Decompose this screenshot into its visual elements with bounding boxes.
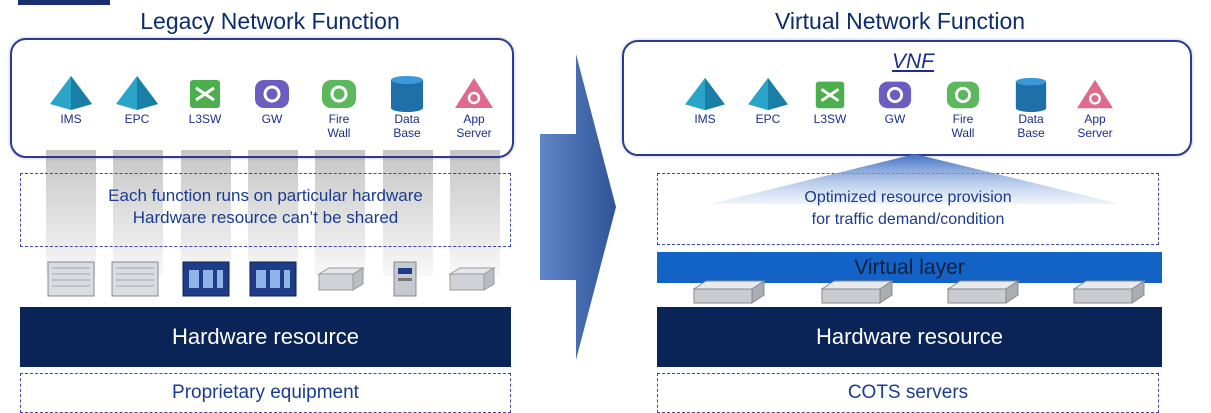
pyramid-icon — [50, 76, 92, 110]
legacy-functions-panel — [10, 38, 514, 158]
gateway-icon — [255, 80, 289, 108]
legacy-title: Legacy Network Function — [140, 8, 400, 34]
pyramid-icon — [116, 76, 158, 110]
chassis-icon — [111, 261, 159, 297]
pyramid-icon — [685, 77, 725, 111]
switch-icon — [815, 81, 845, 109]
virtual-function-epc: EPC — [733, 76, 803, 126]
rack-server-icon — [946, 280, 1020, 304]
legacy-function-ims: IMS — [36, 74, 106, 126]
app-server-icon — [1077, 79, 1113, 109]
virtual-hardware-resource-bar: Hardware resource — [657, 307, 1162, 367]
chassis-icon — [47, 261, 95, 297]
virtual-layer-bar: Virtual layer — [657, 252, 1162, 283]
rack-server-icon — [448, 267, 496, 291]
legacy-note: Each function runs on particular hardwar… — [108, 186, 423, 227]
legacy-function-gw: GW — [237, 74, 307, 126]
virtual-title: Virtual Network Function — [774, 8, 1026, 34]
legacy-function-epc: EPC — [102, 74, 172, 126]
vnf-label: VNF — [892, 50, 934, 73]
switch-icon — [190, 80, 220, 108]
provision-triangle-icon — [710, 154, 1120, 204]
virtual-function-gw: GW — [860, 76, 930, 126]
gateway-icon — [878, 81, 912, 109]
app-server-icon — [455, 78, 493, 108]
rack-server-icon — [820, 280, 894, 304]
virtual-function-ims: IMS — [670, 76, 740, 126]
virtual-function-l3sw: L3SW — [795, 76, 865, 126]
router-chassis-icon — [249, 261, 297, 297]
virtual-note: Optimized resource provision for traffic… — [804, 189, 1012, 228]
legacy-bottom-label: Proprietary equipment — [172, 382, 359, 403]
firewall-icon — [946, 81, 980, 109]
pyramid-icon — [748, 77, 788, 111]
rack-server-icon — [1072, 280, 1146, 304]
router-chassis-icon — [182, 261, 230, 297]
legacy-function-l3sw: L3SW — [170, 74, 240, 126]
legacy-note-box — [20, 173, 511, 247]
rack-server-icon — [317, 267, 365, 291]
transition-arrow-icon — [540, 54, 616, 360]
database-icon — [1015, 77, 1047, 112]
legacy-hardware-resource-bar: Hardware resource — [20, 307, 511, 367]
virtual-bottom-label: COTS servers — [847, 382, 969, 403]
top-accent-bar — [18, 0, 110, 5]
tower-server-icon — [393, 261, 417, 297]
database-icon — [391, 76, 423, 112]
rack-server-icon — [692, 280, 766, 304]
firewall-icon — [322, 80, 356, 108]
